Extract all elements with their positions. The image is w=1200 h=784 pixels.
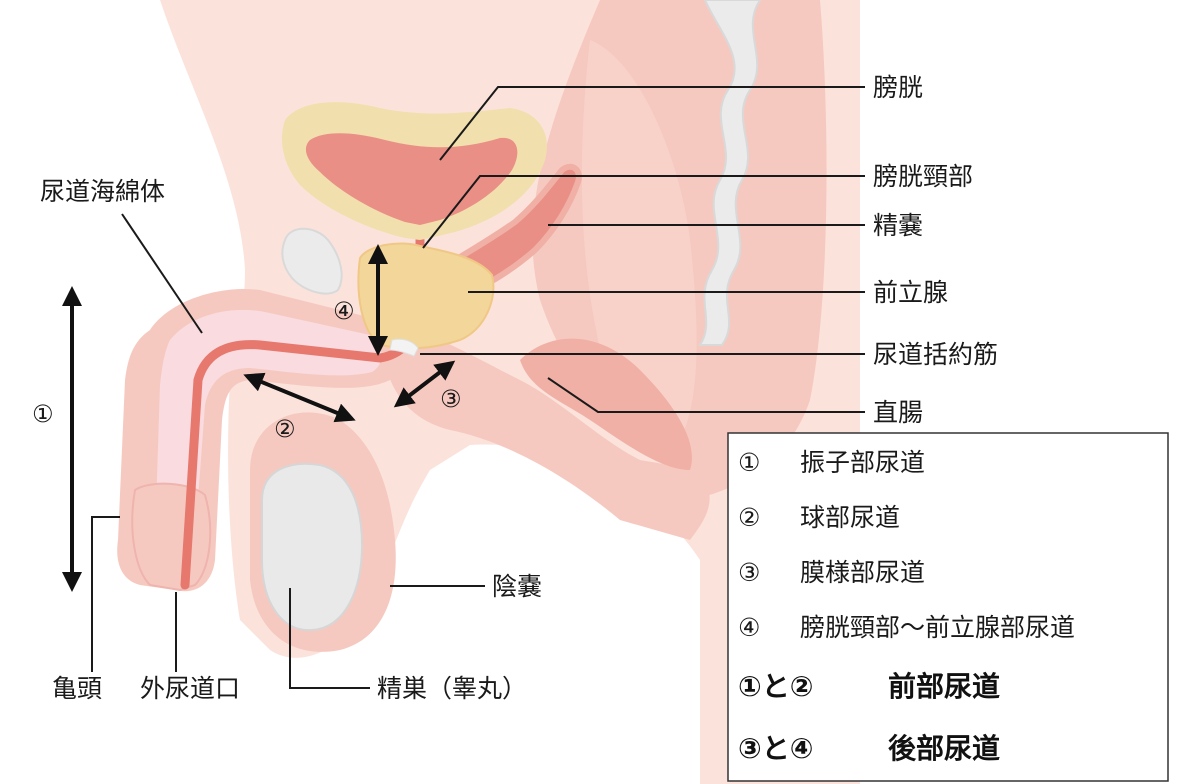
legend-marker-2: ② — [738, 503, 760, 532]
legend-group-combo-2: ③と④ — [738, 732, 813, 765]
leader-testis — [289, 588, 370, 689]
legend-text-1: 振子部尿道 — [800, 448, 925, 477]
legend-text-3: 膜様部尿道 — [800, 558, 925, 587]
label-bladder-neck: 膀胱頸部 — [873, 162, 973, 191]
leader-spongiosum — [121, 213, 203, 334]
pubic-bone — [281, 227, 343, 295]
legend-marker-4: ④ — [738, 613, 760, 642]
rectum — [520, 338, 692, 470]
marker-3: ③ — [440, 385, 462, 413]
label-seminal-vesicle: 精嚢 — [873, 211, 923, 240]
legend-frame — [727, 432, 1169, 782]
testis-shape — [261, 462, 364, 632]
spongiosum-shape — [155, 309, 382, 540]
leader-bladder-neck — [422, 175, 865, 249]
legend-marker-3: ③ — [738, 558, 760, 587]
marker-2: ② — [274, 415, 296, 443]
arrow-3 — [393, 360, 456, 408]
label-testis: 精巣（睾丸） — [377, 674, 527, 703]
leader-glans — [91, 516, 120, 672]
label-bladder: 膀胱 — [873, 73, 923, 102]
label-glans: 亀頭 — [52, 674, 102, 703]
perineum — [380, 320, 710, 540]
bladder-inner-shape — [305, 133, 518, 225]
legend-text-2: 球部尿道 — [800, 503, 900, 532]
legend-text-4: 膀胱頸部～前立腺部尿道 — [800, 613, 1075, 642]
label-prostate: 前立腺 — [873, 278, 948, 307]
label-spongiosum: 尿道海綿体 — [40, 177, 165, 206]
legend-group-text-2: 後部尿道 — [888, 732, 1000, 765]
label-meatus: 外尿道口 — [140, 674, 240, 703]
buttock-shade — [581, 40, 697, 440]
glans-shape — [131, 482, 212, 592]
label-sphincter: 尿道括約筋 — [873, 340, 998, 369]
legend-box: ① 振子部尿道 ② 球部尿道 ③ 膜様部尿道 ④ 膀胱頸部～前立腺部尿道 ①と②… — [727, 432, 1169, 782]
legend-group-combo-1: ①と② — [738, 670, 813, 703]
sphincter-shape — [389, 338, 419, 357]
arrow-2 — [243, 372, 356, 423]
label-rectum: 直腸 — [873, 398, 923, 427]
legend-group-text-1: 前部尿道 — [888, 670, 1000, 703]
leader-bladder — [439, 86, 865, 161]
legend-marker-1: ① — [738, 448, 760, 477]
leader-rectum — [547, 377, 865, 413]
label-scrotum: 陰嚢 — [492, 572, 542, 601]
marker-4: ④ — [333, 297, 355, 325]
marker-1: ① — [32, 400, 54, 428]
